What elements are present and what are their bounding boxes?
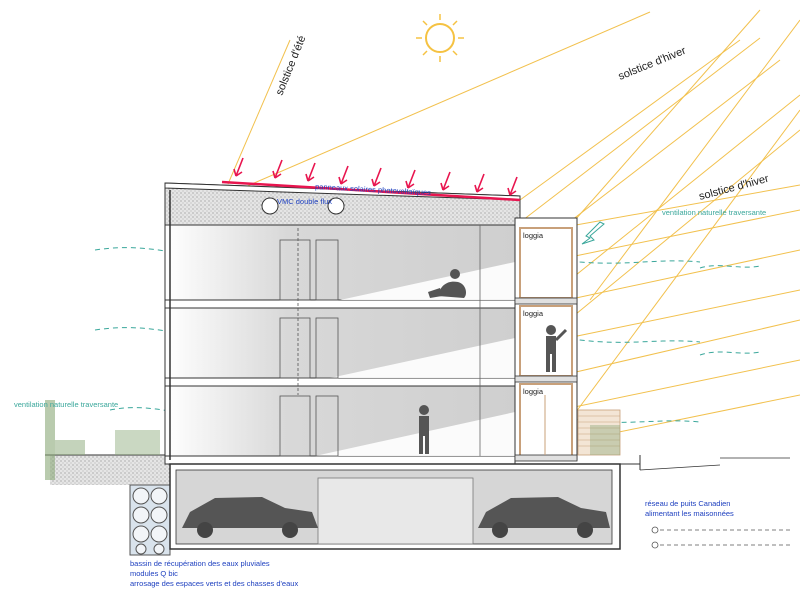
label-canadian-well-2: alimentant les maisonnées xyxy=(645,509,734,518)
label-basin-2: modules Q bic xyxy=(130,569,178,578)
rainwater-basin xyxy=(129,484,171,556)
person-icon xyxy=(546,325,568,372)
label-canadian-well-1: réseau de puits Canadien xyxy=(645,499,730,508)
label-loggia-2: loggia xyxy=(523,309,544,318)
car-icon xyxy=(182,497,318,538)
person-icon xyxy=(419,405,429,454)
ventilation-arrow-icon xyxy=(581,221,605,245)
canadian-well-network xyxy=(651,526,790,549)
label-loggia-1: loggia xyxy=(523,231,544,240)
label-vmc: VMC double flux xyxy=(277,197,332,206)
left-ground xyxy=(45,400,175,485)
car-icon xyxy=(478,497,610,538)
person-icon xyxy=(428,269,466,298)
building-structure xyxy=(164,182,521,465)
summer-sun-rays xyxy=(227,39,291,185)
label-ventilation-left: ventilation naturelle traversante xyxy=(14,400,118,409)
loggia-structure xyxy=(514,217,621,462)
label-basin-3: arrosage des espaces verts et des chasse… xyxy=(130,579,298,588)
label-solstice-winter-top: solstice d'hiver xyxy=(617,45,688,83)
pv-panels xyxy=(221,180,521,202)
label-ventilation-right: ventilation naturelle traversante xyxy=(662,208,766,217)
solar-arrow-icons xyxy=(233,157,518,196)
label-basin-1: bassin de récupération des eaux pluviale… xyxy=(130,559,270,568)
sun-icon xyxy=(416,14,464,62)
label-loggia-3: loggia xyxy=(523,387,544,396)
